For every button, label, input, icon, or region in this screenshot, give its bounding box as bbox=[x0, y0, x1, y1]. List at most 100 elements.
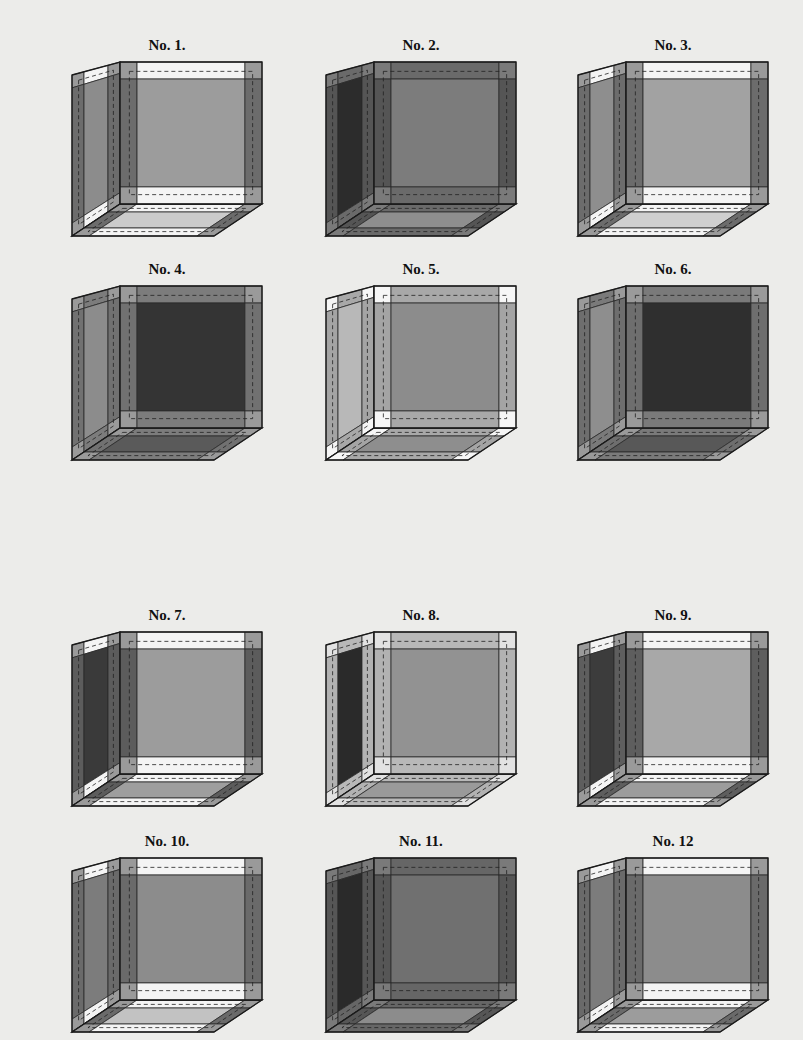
cube-band bbox=[326, 880, 338, 1019]
cube-band bbox=[245, 757, 262, 774]
cube-edge bbox=[626, 632, 768, 774]
cube-band bbox=[374, 411, 391, 428]
dashed-inner-line bbox=[88, 778, 246, 801]
cube-band bbox=[338, 77, 362, 216]
cube-band bbox=[245, 286, 262, 303]
cube-band bbox=[614, 869, 626, 996]
cube-band bbox=[137, 303, 245, 411]
cube-band bbox=[451, 1024, 480, 1032]
cube-band bbox=[120, 62, 137, 79]
cube-band bbox=[751, 411, 768, 428]
cube-band bbox=[643, 286, 751, 303]
cube-figure bbox=[72, 632, 262, 806]
dashed-inner-line bbox=[88, 1004, 246, 1027]
cube-band bbox=[626, 649, 643, 757]
cube-band bbox=[643, 858, 751, 875]
cube-band bbox=[703, 452, 732, 460]
cube-band bbox=[120, 79, 137, 187]
cube-band bbox=[631, 428, 751, 436]
cube-band bbox=[643, 983, 751, 1000]
cube-band bbox=[326, 308, 338, 447]
cube-band bbox=[120, 983, 137, 1000]
cube-band bbox=[391, 649, 499, 757]
cube-band bbox=[72, 880, 84, 1019]
figure-number: No. 2. bbox=[402, 37, 439, 54]
figure-number: No. 3. bbox=[654, 37, 691, 54]
cube-edge bbox=[578, 1000, 768, 1032]
cube-edge bbox=[578, 428, 768, 460]
cube-band bbox=[499, 757, 516, 774]
cube-band bbox=[751, 286, 768, 303]
cube-band bbox=[391, 286, 499, 303]
dashed-inner-line bbox=[129, 867, 252, 990]
cube-band bbox=[245, 303, 262, 411]
cube-band bbox=[374, 187, 391, 204]
cube-band bbox=[137, 649, 245, 757]
cube-band bbox=[84, 77, 108, 216]
cube-band bbox=[137, 411, 245, 428]
cube-band bbox=[451, 228, 480, 236]
cube-band bbox=[751, 649, 768, 757]
figure-number: No. 4. bbox=[148, 261, 185, 278]
cube-band bbox=[391, 79, 499, 187]
dashed-inner-line bbox=[129, 71, 252, 194]
dashed-inner-line bbox=[79, 294, 114, 448]
cube-band bbox=[362, 297, 374, 424]
cube-band bbox=[614, 73, 626, 200]
cube-band bbox=[374, 757, 391, 774]
cube-band bbox=[245, 62, 262, 79]
figure-number: No. 6. bbox=[654, 261, 691, 278]
cube-band bbox=[108, 73, 120, 200]
cube-band bbox=[626, 983, 643, 1000]
dashed-inner-line bbox=[79, 70, 114, 224]
figure-number: No. 12 bbox=[653, 833, 694, 850]
cube-band bbox=[391, 411, 499, 428]
cube-band bbox=[499, 303, 516, 411]
cube-band bbox=[626, 187, 643, 204]
cube-band bbox=[338, 647, 362, 786]
cube-band bbox=[391, 858, 499, 875]
cube-band bbox=[245, 649, 262, 757]
dashed-inner-line bbox=[594, 208, 752, 231]
cube-band bbox=[391, 303, 499, 411]
cube-band bbox=[245, 632, 262, 649]
cube-figure bbox=[326, 858, 516, 1032]
cube-figure bbox=[326, 62, 516, 236]
cube-band bbox=[245, 411, 262, 428]
cube-band bbox=[84, 873, 108, 1012]
dashed-inner-line bbox=[585, 294, 620, 448]
cube-figure bbox=[326, 286, 516, 460]
cube-band bbox=[590, 647, 614, 786]
figure-number: No. 5. bbox=[402, 261, 439, 278]
cube-band bbox=[578, 308, 590, 447]
cube-band bbox=[643, 875, 751, 983]
cube-band bbox=[643, 303, 751, 411]
cube-band bbox=[125, 774, 245, 782]
cube-figure bbox=[326, 632, 516, 806]
cube-band bbox=[137, 858, 245, 875]
cube-band bbox=[374, 858, 391, 875]
cube-band bbox=[643, 632, 751, 649]
cube-band bbox=[120, 649, 137, 757]
cube-edge bbox=[326, 428, 516, 460]
dashed-inner-line bbox=[129, 641, 252, 764]
cube-band bbox=[245, 858, 262, 875]
cube-band bbox=[499, 875, 516, 983]
cube-band bbox=[374, 632, 391, 649]
dashed-inner-line bbox=[79, 866, 114, 1020]
cube-band bbox=[643, 649, 751, 757]
cube-edge bbox=[120, 286, 262, 428]
cube-edge bbox=[72, 204, 262, 236]
cube-band bbox=[137, 875, 245, 983]
cube-band bbox=[120, 303, 137, 411]
cube-band bbox=[137, 187, 245, 204]
cube-figure bbox=[578, 286, 768, 460]
dashed-inner-line bbox=[342, 208, 500, 231]
cube-band bbox=[751, 79, 768, 187]
figure-number: No. 10. bbox=[145, 833, 190, 850]
cube-band bbox=[643, 757, 751, 774]
cube-band bbox=[451, 798, 480, 806]
cube-band bbox=[751, 983, 768, 1000]
dashed-inner-line bbox=[585, 70, 620, 224]
cube-band bbox=[499, 411, 516, 428]
